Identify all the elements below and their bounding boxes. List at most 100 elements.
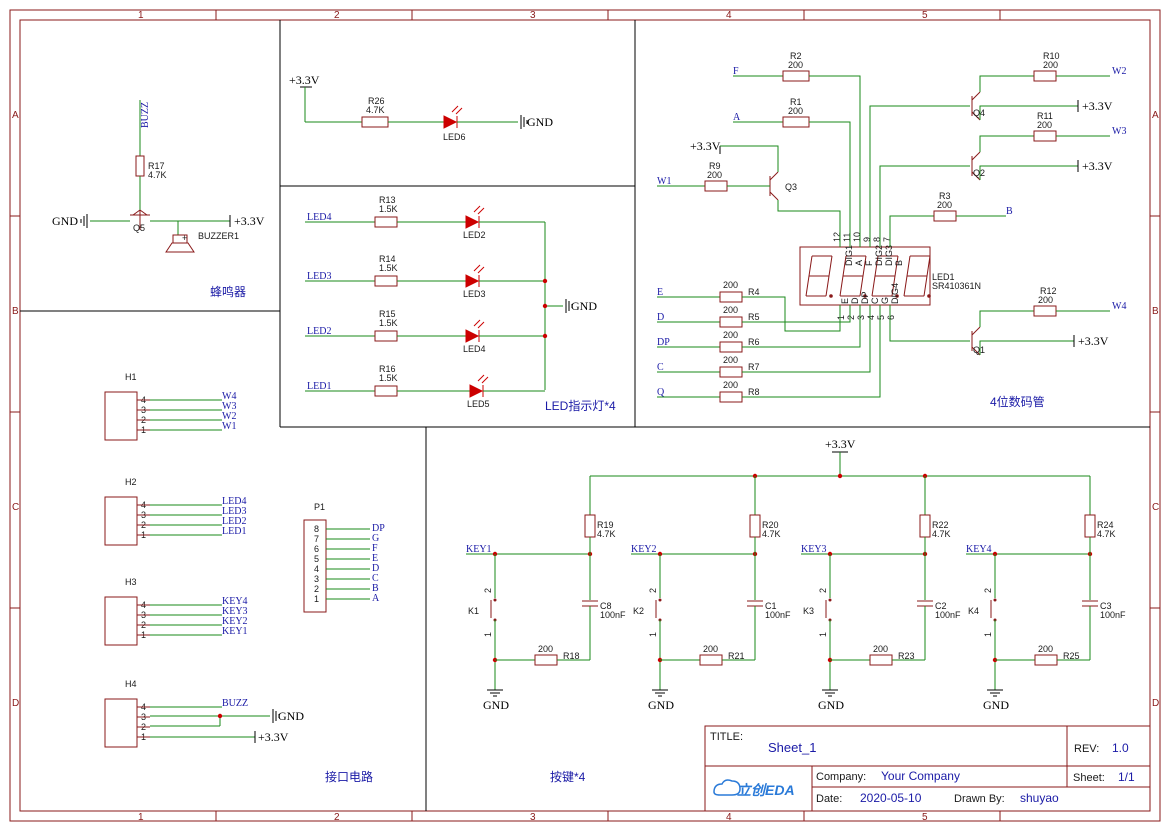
r1-value: 200 <box>788 106 803 116</box>
key-gnd-label: GND <box>483 698 509 712</box>
ledblock-title: LED指示灯*4 <box>545 398 616 413</box>
header-ref: H1 <box>125 372 137 382</box>
p1-body <box>303 519 327 613</box>
p1-ref: P1 <box>314 502 325 512</box>
led-ref: LED4 <box>463 344 486 354</box>
p1-pin-number: 3 <box>314 574 319 584</box>
seven-segment-digit <box>839 255 867 297</box>
display-pin-number: 8 <box>872 237 882 242</box>
logo-text: 立创EDA <box>737 782 795 798</box>
display-resistor-value: 200 <box>723 355 738 365</box>
p1-net-label: DP <box>372 523 385 534</box>
p1-pin-number: 5 <box>314 554 319 564</box>
grid-col-bottom: 3 <box>530 812 536 823</box>
display-pin-name: D <box>850 297 860 304</box>
header-ref: H2 <box>125 477 137 487</box>
key-series-ref: R21 <box>728 651 745 661</box>
key-pin-2: 2 <box>818 588 828 593</box>
p1-net-label: D <box>372 563 379 574</box>
key-series-value: 200 <box>538 644 553 654</box>
net-w3-label: W3 <box>1112 126 1126 137</box>
resistor-r26 <box>361 116 389 128</box>
display-resistor <box>719 291 743 303</box>
rev-value: 1.0 <box>1112 741 1129 755</box>
key-pullup-ref: R20 <box>762 520 779 530</box>
r11-ref: R11 <box>1037 111 1053 121</box>
resistor-r11 <box>1033 130 1057 142</box>
led-resistor-value: 1.5K <box>379 318 398 328</box>
q2-vcc-label: +3.3V <box>1082 159 1113 173</box>
header-net-label: LED3 <box>222 506 246 517</box>
grid-row-right: B <box>1152 306 1159 317</box>
buzzer-title: 蜂鸣器 <box>210 284 246 299</box>
display-resistor-ref: R8 <box>748 387 760 397</box>
r10-ref: R10 <box>1043 51 1060 61</box>
drawn-label: Drawn By: <box>954 793 1005 805</box>
r9-value: 200 <box>707 170 722 180</box>
net-w4-label: W4 <box>1112 301 1126 312</box>
header-net-label: KEY3 <box>222 606 248 617</box>
q3-vcc-label: +3.3V <box>690 139 721 153</box>
led-icon <box>465 329 480 343</box>
display-pin-number: 5 <box>876 315 886 320</box>
display-resistor-value: 200 <box>723 280 738 290</box>
key-series-value: 200 <box>703 644 718 654</box>
keys-circuit: KEY1R194.7KC8100nF21K1200R18GNDKEY2R204.… <box>466 476 1126 712</box>
r3-ref: R3 <box>939 191 951 201</box>
display-net-label: C <box>657 362 664 373</box>
key-net-label: KEY3 <box>801 544 827 555</box>
q4-ref: Q4 <box>973 108 985 118</box>
header-net-label: KEY2 <box>222 616 248 627</box>
grid-row-left: A <box>12 110 19 121</box>
key-series-ref: R18 <box>563 651 580 661</box>
header-net-label: W3 <box>222 401 236 412</box>
key-series-ref: R25 <box>1063 651 1080 661</box>
display-pin-name: B <box>894 260 904 266</box>
header-net-label: LED1 <box>222 526 246 537</box>
key-pullup-resistor <box>584 514 596 538</box>
key-pullup-resistor <box>919 514 931 538</box>
section-dividers <box>20 20 1150 811</box>
r10-value: 200 <box>1043 60 1058 70</box>
display-pin-number: 6 <box>886 315 896 320</box>
r12-value: 200 <box>1038 295 1053 305</box>
key-pullup-value: 4.7K <box>762 529 781 539</box>
header-body <box>104 698 138 748</box>
key-net-label: KEY2 <box>631 544 657 555</box>
grid-row-left: D <box>12 698 19 709</box>
p1-net-label: G <box>372 533 379 544</box>
resistor-r12 <box>1033 305 1057 317</box>
display-net-label: E <box>657 287 663 298</box>
display-pin-name: A <box>854 260 864 266</box>
led-resistor <box>374 275 398 287</box>
resistor-r2 <box>782 70 810 82</box>
display-pin-number: 10 <box>852 232 862 242</box>
grid-col-top: 5 <box>922 10 928 21</box>
header-net-label: BUZZ <box>222 698 248 709</box>
p1-pin-number: 6 <box>314 544 319 554</box>
header-net-label: W4 <box>222 391 236 402</box>
key-series-value: 200 <box>873 644 888 654</box>
r11-value: 200 <box>1037 120 1052 130</box>
led6-ref: LED6 <box>443 132 466 142</box>
led-resistor-ref: R13 <box>379 195 396 205</box>
led1-part: SR410361N <box>932 281 981 291</box>
header-net-label: KEY1 <box>222 626 248 637</box>
p1-pin-number: 4 <box>314 564 319 574</box>
buzzer-circuit: BUZZ R17 4.7K GND Q5 + +3.3V BUZZER1 蜂鸣器 <box>52 100 265 299</box>
key-pullup-ref: R19 <box>597 520 614 530</box>
grid-col-bottom: 4 <box>726 812 732 823</box>
r17-value: 4.7K <box>148 170 167 180</box>
display-resistor-value: 200 <box>723 330 738 340</box>
key-series-resistor <box>534 654 558 666</box>
title-block: TITLE: Sheet_1 REV: 1.0 Company: Your Co… <box>704 725 1151 812</box>
seven-segment-display <box>799 246 931 306</box>
led-resistor <box>374 385 398 397</box>
led-indicator-static: GND LED指示灯*4 <box>542 222 616 413</box>
header-ref: H4 <box>125 679 137 689</box>
led-icon <box>465 274 480 288</box>
sheet-label: Sheet: <box>1073 772 1105 784</box>
rev-label: REV: <box>1074 743 1099 755</box>
net-f-label: F <box>733 66 739 77</box>
